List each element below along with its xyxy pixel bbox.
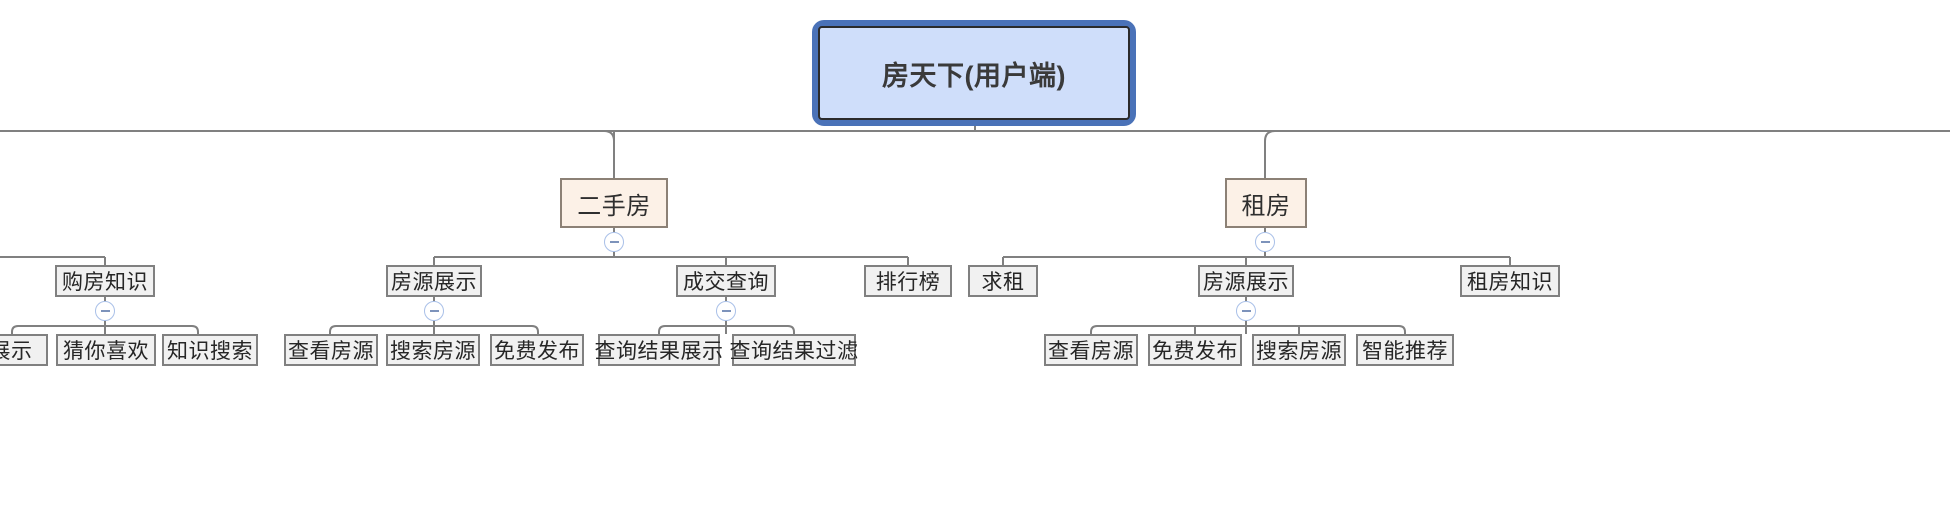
node-fangyuanzhanshi-left[interactable]: 房源展示 (386, 265, 482, 297)
node-zhishisousuo-label: 知识搜索 (167, 340, 253, 363)
node-mianfeifabu-right-label: 免费发布 (1152, 340, 1238, 363)
node-mianfeifabu-right[interactable]: 免费发布 (1148, 334, 1242, 366)
node-cainixihuan-label: 猜你喜欢 (63, 340, 149, 363)
node-chaxunjieguozhanshi[interactable]: 查询结果展示 (595, 334, 723, 366)
node-fangyuanzhanshi-right-label: 房源展示 (1203, 271, 1289, 294)
node-mianfeifabu-left-label: 免费发布 (494, 340, 580, 363)
node-ershoufang[interactable]: 二手房 (560, 178, 668, 228)
node-zhanshi[interactable]: 展示 (0, 334, 48, 366)
node-ershoufang-label: 二手房 (577, 192, 651, 220)
node-root[interactable]: 房天下(用户端) (818, 26, 1130, 120)
collapse-toggle-fangyuanzhanshi-right[interactable] (1236, 301, 1256, 321)
node-chaxunjieguozhanshi-label: 查询结果展示 (594, 340, 724, 363)
collapse-toggle-zufang[interactable] (1255, 232, 1275, 252)
collapse-toggle-chengjiaochaxun[interactable] (716, 301, 736, 321)
node-zufang[interactable]: 租房 (1225, 178, 1307, 228)
node-sousuofangyuan-right-label: 搜索房源 (1256, 340, 1342, 363)
node-chakanfangyuan-right[interactable]: 查看房源 (1044, 334, 1138, 366)
node-zhinengtuijian[interactable]: 智能推荐 (1356, 334, 1454, 366)
collapse-toggle-ershoufang[interactable] (604, 232, 624, 252)
node-fangyuanzhanshi-left-label: 房源展示 (391, 271, 477, 294)
node-chaxunjieguoguolv-label: 查询结果过滤 (729, 340, 859, 363)
collapse-toggle-goufangzhishi[interactable] (95, 301, 115, 321)
node-zhinengtuijian-label: 智能推荐 (1362, 340, 1448, 363)
node-chengjiaochaxun-label: 成交查询 (683, 271, 769, 294)
node-qiuzu[interactable]: 求租 (968, 265, 1038, 297)
node-fangyuanzhanshi-right[interactable]: 房源展示 (1198, 265, 1294, 297)
node-qiuzu-label: 求租 (981, 271, 1025, 294)
node-sousuofangyuan-right[interactable]: 搜索房源 (1252, 334, 1346, 366)
collapse-toggle-fangyuanzhanshi-left[interactable] (424, 301, 444, 321)
node-zhanshi-label: 展示 (0, 340, 33, 363)
node-paihangbang[interactable]: 排行榜 (864, 265, 952, 297)
node-chakanfangyuan-right-label: 查看房源 (1048, 340, 1134, 363)
node-zufang-label: 租房 (1241, 192, 1291, 220)
node-zufangzhishi[interactable]: 租房知识 (1460, 265, 1560, 297)
node-sousuofangyuan-left[interactable]: 搜索房源 (386, 334, 480, 366)
node-goufangzhishi[interactable]: 购房知识 (55, 265, 155, 297)
node-chakanfangyuan-left-label: 查看房源 (288, 340, 374, 363)
node-goufangzhishi-label: 购房知识 (62, 271, 148, 294)
node-cainixihuan[interactable]: 猜你喜欢 (56, 334, 156, 366)
node-paihangbang-label: 排行榜 (875, 271, 941, 294)
node-chengjiaochaxun[interactable]: 成交查询 (676, 265, 776, 297)
node-root-label: 房天下(用户端) (882, 60, 1066, 91)
node-zufangzhishi-label: 租房知识 (1467, 271, 1553, 294)
node-sousuofangyuan-left-label: 搜索房源 (390, 340, 476, 363)
node-chaxunjieguoguolv[interactable]: 查询结果过滤 (729, 334, 859, 366)
node-zhishisousuo[interactable]: 知识搜索 (162, 334, 258, 366)
node-chakanfangyuan-left[interactable]: 查看房源 (284, 334, 378, 366)
node-mianfeifabu-left[interactable]: 免费发布 (490, 334, 584, 366)
